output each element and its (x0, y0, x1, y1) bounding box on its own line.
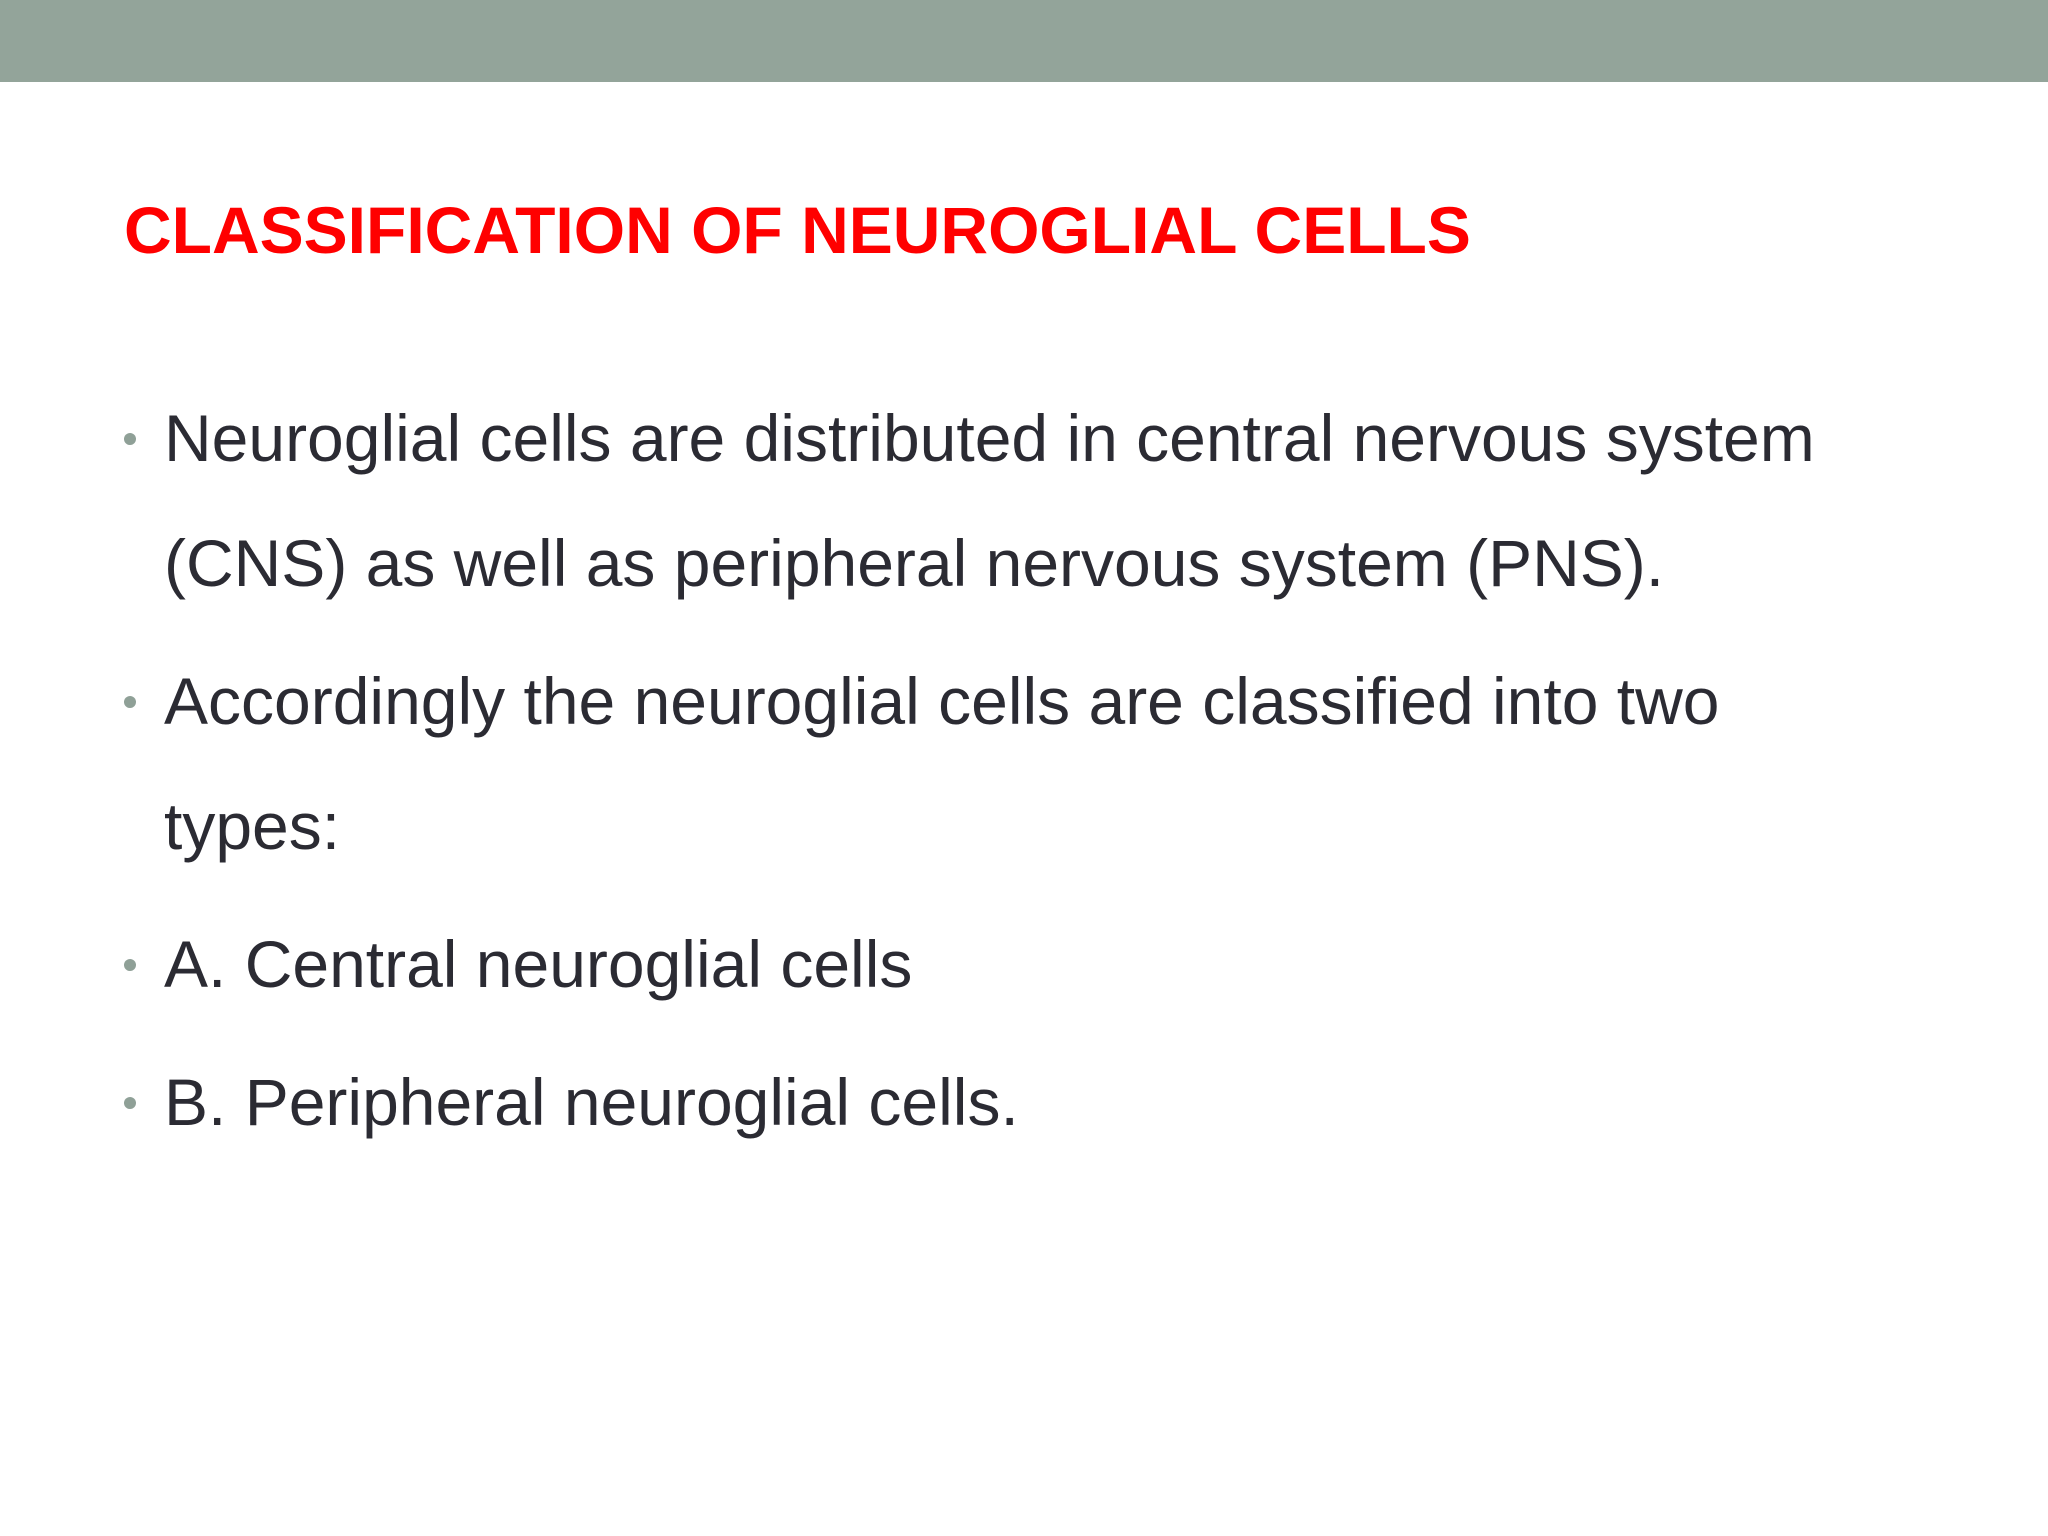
bullet-icon (124, 696, 136, 708)
bullet-text: A. Central neuroglial cells (164, 927, 913, 1001)
bullet-text: Neuroglial cells are distributed in cent… (164, 401, 1815, 600)
bullet-text: B. Peripheral neuroglial cells. (164, 1065, 1019, 1139)
slide-title: CLASSIFICATION OF NEUROGLIAL CELLS (124, 193, 1471, 267)
bullet-icon (124, 959, 136, 971)
bullet-text: Accordingly the neuroglial cells are cla… (164, 664, 1720, 863)
bullet-icon (124, 433, 136, 445)
top-band (0, 0, 2048, 82)
bullet-icon (124, 1097, 136, 1109)
